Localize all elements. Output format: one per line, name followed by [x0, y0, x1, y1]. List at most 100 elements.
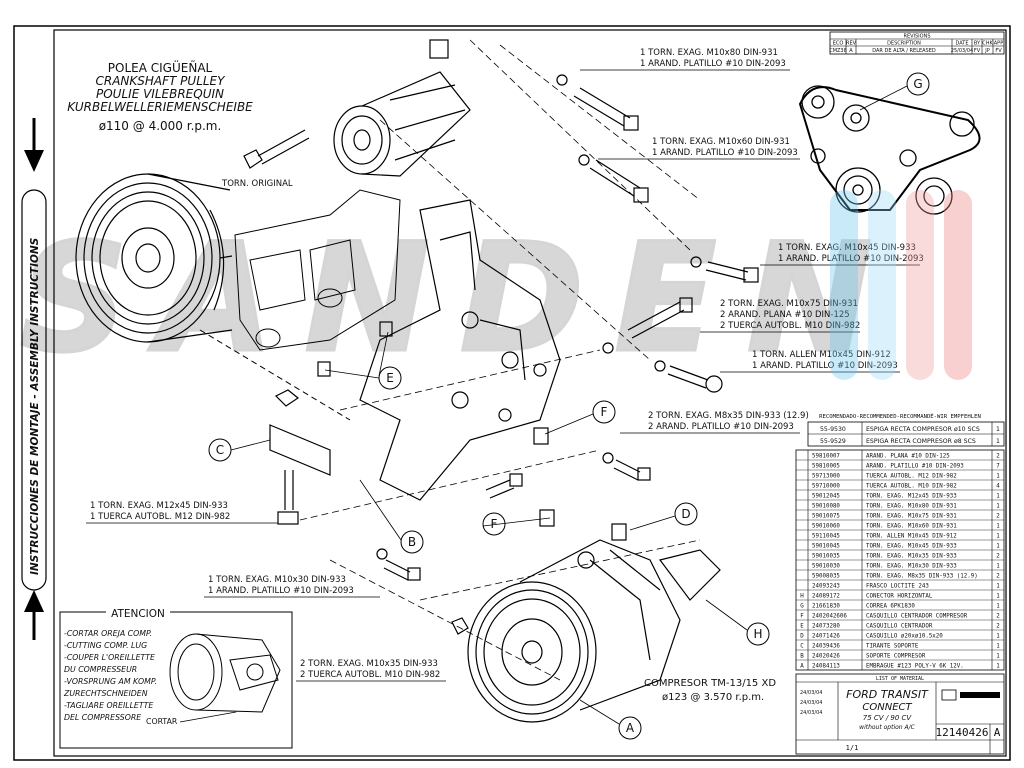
title-date-2: 24/03/04: [800, 700, 822, 706]
parts-row-11-qty: 2: [996, 554, 1000, 560]
pulley-line-1: POLEA CIGÜEÑAL: [108, 59, 213, 75]
parts-row-17-desc: CASQUILLO CENTRADOR COMPRESOR: [866, 614, 968, 620]
parts-row-20-qty: 1: [996, 644, 1000, 650]
parts-row-14-qty: 1: [996, 584, 1000, 590]
rec-1-desc: ESPIGA RECTA COMPRESOR ø10 SCS: [866, 426, 980, 433]
parts-row-14-code: 24093243: [812, 584, 840, 590]
parts-row-22-code: 24084113: [812, 664, 840, 670]
pulley-line-4: KURBELWELLERIEMENSCHEIBE: [67, 100, 253, 114]
parts-row-1-desc: ARAND. PLANA #10 DIN-125: [866, 454, 950, 460]
parts-row-15-desc: CONECTOR HORIZONTAL: [866, 594, 933, 600]
revisions-title: REVISIONS: [903, 34, 930, 40]
pulley-line-2: CRANKSHAFT PULLEY: [96, 74, 227, 88]
parts-row-16-item: G: [800, 604, 804, 610]
rev-header-desc: DESCRIPTION: [887, 41, 921, 47]
vehicle-model: CONNECT: [862, 702, 912, 713]
parts-row-3-code: 59713000: [812, 474, 840, 480]
pulley-spec: ø110 @ 4.000 r.p.m.: [99, 119, 222, 133]
rev-eco: CMZ38: [829, 48, 847, 54]
parts-row-19-qty: 1: [996, 634, 1000, 640]
parts-row-21-item: B: [800, 654, 804, 660]
callout-3-l2: 1 ARAND. PLATILLO #10 DIN-2093: [778, 254, 924, 264]
balloon-d: D: [681, 507, 690, 521]
drawing-number: 12140426: [936, 726, 989, 739]
vehicle-name: FORD TRANSIT: [846, 688, 929, 701]
atencion-line-1: -CORTAR OREJA COMP.: [64, 629, 152, 638]
atencion-line-7: -TAGLIARE OREILLETTE: [64, 701, 153, 710]
parts-row-22-desc: EMBRAGUE #123 POLY-V 6K 12V.: [866, 664, 964, 670]
parts-row-7-code: 59010075: [812, 514, 840, 520]
parts-row-8-qty: 1: [996, 524, 1000, 530]
parts-row-22-item: A: [800, 664, 804, 670]
compressor-line-2: ø123 @ 3.570 r.p.m.: [662, 692, 764, 703]
side-label: INSTRUCCIONES DE MONTAJE - ASSEMBLY INST…: [29, 238, 41, 575]
parts-row-4-code: 59710000: [812, 484, 840, 490]
parts-row-3-desc: TUERCA AUTOBL. M12 DIN-982: [866, 474, 957, 480]
rev-header-chk: CHK: [982, 41, 993, 47]
rev-desc: DAR DE ALTA / RELEASED: [872, 48, 936, 54]
parts-row-2-desc: ARAND. PLATILLO #10 DIN-2093: [866, 464, 964, 470]
alternator: [333, 39, 471, 177]
parts-row-18-item: E: [800, 624, 804, 630]
rev-app: FV: [995, 48, 1002, 54]
crankshaft-pulley: [75, 173, 233, 343]
callouts: 1 TORN. EXAG. M10x80 DIN-931 1 ARAND. PL…: [86, 48, 924, 682]
callout-9-l2: 2 TUERCA AUTOBL. M10 DIN-982: [300, 670, 440, 680]
parts-row-17-item: F: [800, 614, 804, 620]
callout-7-l2: 1 TUERCA AUTOBL. M12 DIN-982: [90, 512, 230, 522]
parts-row-1-qty: 2: [996, 454, 1000, 460]
parts-row-2-code: 59810005: [812, 464, 840, 470]
callout-8-l1: 1 TORN. EXAG. M10x30 DIN-933: [208, 575, 346, 585]
atencion-line-5: -VORSPRUNG AM KOMP.: [64, 677, 157, 686]
torn-original-label: TORN. ORIGINAL: [221, 179, 293, 189]
parts-row-18-qty: 2: [996, 624, 1000, 630]
parts-row-19-item: D: [800, 634, 804, 640]
parts-row-21-qty: 1: [996, 654, 1000, 660]
parts-row-7-qty: 2: [996, 514, 1000, 520]
rec-2-code: 55-9529: [820, 438, 846, 445]
atencion-title: ATENCION: [111, 608, 165, 620]
rev-rev: A: [849, 48, 853, 54]
rev-chk: JP: [984, 48, 990, 54]
parts-row-4-qty: 4: [996, 484, 1000, 490]
callout-9-l1: 2 TORN. EXAG. M10x35 DIN-933: [300, 659, 438, 669]
parts-row-4-desc: TUERCA AUTOBL. M10 DIN-982: [866, 484, 957, 490]
title-date-3: 24/03/04: [800, 710, 822, 716]
parts-row-14-desc: FRASCO LOCTITE 243: [866, 584, 929, 590]
inner-border: [53, 29, 1007, 757]
parts-row-17-qty: 2: [996, 614, 1000, 620]
balloon-f-1: F: [601, 405, 608, 419]
parts-row-13-qty: 2: [996, 574, 1000, 580]
bolt-group: [317, 74, 759, 635]
parts-row-20-desc: TIRANTE SOPORTE: [866, 644, 919, 650]
callout-2-l2: 1 ARAND. PLATILLO #10 DIN-2093: [652, 148, 798, 158]
parts-row-21-desc: SOPORTE COMPRESOR: [866, 654, 926, 660]
parts-row-13-code: 59008035: [812, 574, 840, 580]
recommended-table: RECOMENDADO-RECOMMENDED-RECOMMANDÉ-WIR E…: [807, 412, 1005, 447]
leader-lines: [230, 85, 908, 725]
rev-header-app: APP: [994, 41, 1003, 47]
callout-8-l2: 1 ARAND. PLATILLO #10 DIN-2093: [208, 586, 354, 596]
parts-row-6-qty: 1: [996, 504, 1000, 510]
parts-row-9-desc: TORN. ALLEN M10x45 DIN-912: [866, 534, 957, 540]
parts-row-12-code: 59010030: [812, 564, 840, 570]
atencion-line-8: DEL COMPRESSORE: [64, 713, 141, 722]
parts-row-12-qty: 1: [996, 564, 1000, 570]
balloon-c: C: [216, 443, 224, 457]
parts-row-11-code: 59010035: [812, 554, 840, 560]
compressor-detail-picture: [169, 633, 281, 713]
rec-1-qty: 1: [996, 426, 1000, 433]
rev-date: 25/03/04: [951, 48, 973, 54]
parts-row-11-desc: TORN. EXAG. M10x35 DIN-933: [866, 554, 957, 560]
parts-row-18-code: 24073280: [812, 624, 840, 630]
callout-6-l1: 2 TORN. EXAG. M8x35 DIN-933 (12.9): [648, 411, 809, 421]
rev-header-rev: REV: [846, 41, 857, 47]
callout-1-l1: 1 TORN. EXAG. M10x80 DIN-931: [640, 48, 778, 58]
vehicle-cv: 75 CV / 90 CV: [863, 714, 913, 722]
rev-header-date: DATE: [955, 41, 968, 47]
recommended-header: RECOMENDADO-RECOMMENDED-RECOMMANDÉ-WIR E…: [819, 412, 981, 420]
callout-6-l2: 2 ARAND. PLATILLO #10 DIN-2093: [648, 422, 794, 432]
parts-row-2-qty: 7: [996, 464, 1000, 470]
